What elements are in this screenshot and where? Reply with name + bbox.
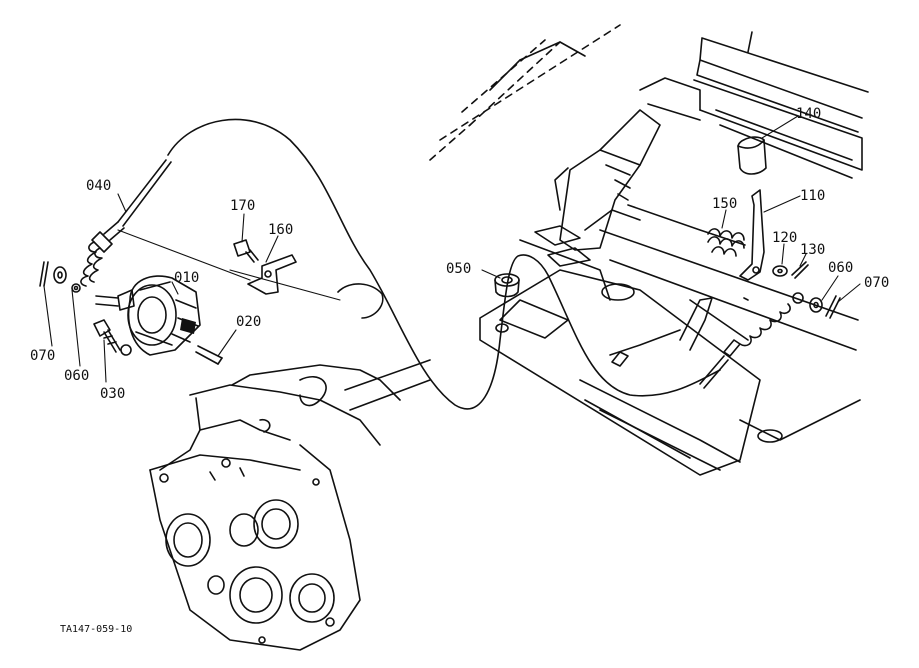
callout-010: 010 (174, 270, 199, 286)
callout-120: 120 (772, 230, 797, 246)
transmission-housing (149, 359, 431, 651)
pedal-side-parts (494, 136, 841, 389)
callout-labels: 040 010 020 030 060 070 170 160 050 140 … (30, 106, 889, 402)
callout-110: 110 (800, 188, 825, 204)
callout-130: 130 (800, 242, 825, 258)
callout-060-right: 060 (828, 260, 853, 276)
callout-140: 140 (796, 106, 821, 122)
callout-150: 150 (712, 196, 737, 212)
release-assembly (39, 221, 384, 365)
callout-170: 170 (230, 198, 255, 214)
callout-070-right: 070 (864, 275, 889, 291)
callout-030: 030 (100, 386, 125, 402)
callout-060-left: 060 (64, 368, 89, 384)
drawing-code: TA147-059-10 (60, 624, 132, 635)
callout-020: 020 (236, 314, 261, 330)
leader-lines (43, 115, 861, 383)
callout-160: 160 (268, 222, 293, 238)
callout-050: 050 (446, 261, 471, 277)
floor-frame-assembly (429, 24, 869, 476)
callout-070-left: 070 (30, 348, 55, 364)
callout-040: 040 (86, 178, 111, 194)
